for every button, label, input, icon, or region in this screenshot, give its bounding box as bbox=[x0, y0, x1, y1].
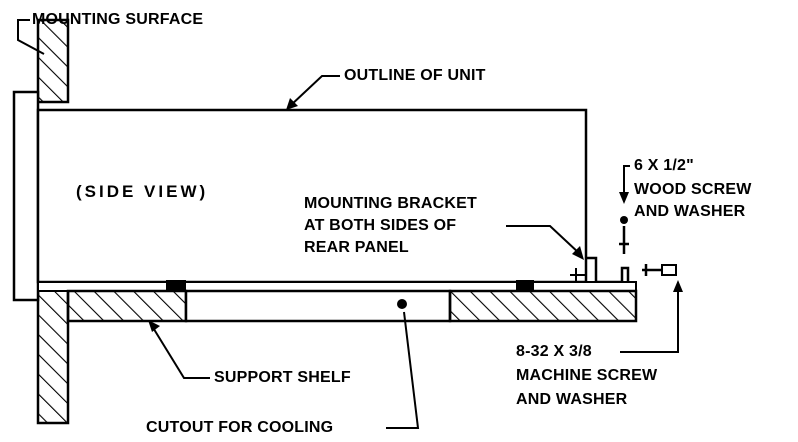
arrowhead-outline bbox=[286, 98, 298, 110]
machine-screw-head bbox=[661, 264, 677, 276]
mounting-surface-upper bbox=[36, 18, 70, 104]
label-support-shelf: SUPPORT SHELF bbox=[214, 369, 351, 386]
support-shelf-cutout bbox=[184, 289, 452, 323]
unit-front-flange bbox=[12, 90, 40, 302]
label-wood-screw-1: 6 X 1/2" bbox=[634, 157, 694, 174]
arrowhead-support-shelf bbox=[148, 320, 160, 332]
label-outline-of-unit: OUTLINE OF UNIT bbox=[344, 67, 486, 84]
label-machine-screw-1: 8-32 X 3/8 bbox=[516, 343, 592, 360]
support-shelf-left-section bbox=[66, 289, 188, 323]
label-mounting-bracket-2: AT BOTH SIDES OF bbox=[304, 217, 457, 234]
wood-screw-head bbox=[620, 216, 628, 224]
label-wood-screw-2: WOOD SCREW bbox=[634, 181, 752, 198]
unit-foot-right bbox=[516, 280, 534, 291]
label-machine-screw-3: AND WASHER bbox=[516, 391, 628, 408]
support-shelf-right-section bbox=[448, 289, 638, 323]
unit-foot-left bbox=[166, 280, 186, 291]
leader-support-shelf bbox=[151, 325, 210, 379]
label-mounting-surface: MOUNTING SURFACE bbox=[32, 11, 204, 28]
leader-cutout-for-cooling bbox=[386, 311, 420, 429]
label-wood-screw-3: AND WASHER bbox=[634, 203, 746, 220]
leader-mounting-bracket bbox=[506, 225, 581, 255]
unit-outline bbox=[36, 108, 588, 284]
label-mounting-bracket-3: REAR PANEL bbox=[304, 239, 409, 256]
arrowhead-machine-screw bbox=[673, 280, 683, 292]
leader-wood-screw bbox=[623, 165, 630, 196]
label-machine-screw-2: MACHINE SCREW bbox=[516, 367, 658, 384]
arrowhead-wood-screw bbox=[619, 192, 629, 204]
leader-outline-of-unit bbox=[289, 75, 340, 107]
label-mounting-bracket-1: MOUNTING BRACKET bbox=[304, 195, 477, 212]
leader-mounting-surface bbox=[17, 19, 45, 55]
wood-screw-icon bbox=[619, 226, 629, 254]
label-side-view: (SIDE VIEW) bbox=[76, 182, 209, 201]
arrowhead-bracket bbox=[572, 246, 584, 260]
support-shelf-top-plate bbox=[37, 281, 637, 292]
mounting-surface-lower bbox=[36, 286, 70, 425]
label-cutout-for-cooling: CUTOUT FOR COOLING bbox=[146, 419, 334, 436]
machine-screw-icon bbox=[642, 264, 662, 276]
leader-machine-screw bbox=[620, 288, 679, 353]
cutout-marker-dot bbox=[397, 299, 407, 309]
